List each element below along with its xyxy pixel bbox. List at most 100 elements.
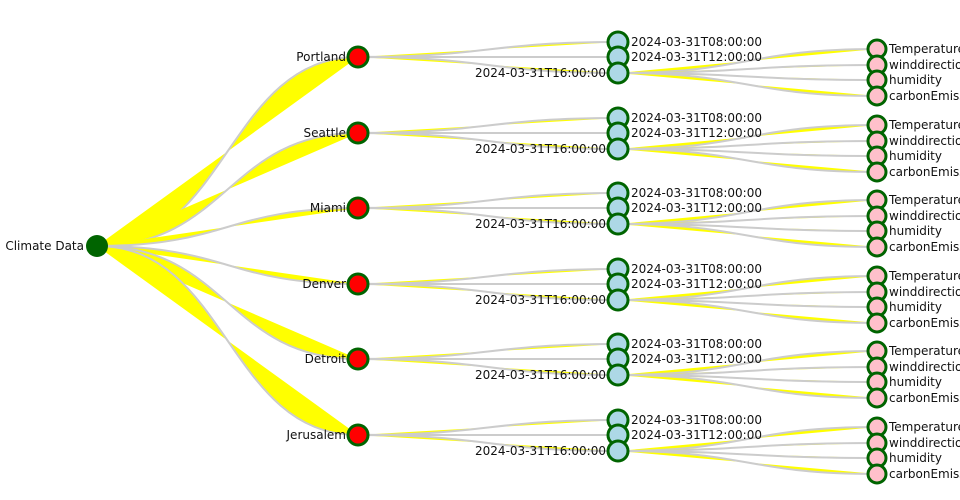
time-node[interactable]: 2024-03-31T08:00:00 — [606, 30, 762, 54]
metric-node-temperature-label: Temperature — [888, 420, 960, 434]
link-time-metric — [617, 140, 878, 150]
metric-node-carbonemissions[interactable]: carbonEmissions — [866, 236, 960, 258]
city-node-portland-circle[interactable] — [346, 45, 370, 69]
time-node-circle[interactable] — [606, 288, 630, 312]
time-node-label: 2024-03-31T12:00:00 — [631, 352, 762, 366]
root-node-label: Climate Data — [5, 239, 84, 253]
link-city-time — [357, 56, 619, 74]
city-node-miami-label: Miami — [310, 201, 346, 215]
link-city-time — [357, 419, 619, 436]
time-node[interactable]: 2024-03-31T12:00:00 — [606, 423, 762, 447]
metric-node-carbonemissions-circle[interactable] — [866, 387, 888, 409]
time-node[interactable]: 2024-03-31T16:00:00 — [475, 363, 630, 387]
time-node-label: 2024-03-31T08:00:00 — [631, 111, 762, 125]
time-node[interactable]: 2024-03-31T16:00:00 — [475, 439, 630, 463]
metric-node-carbonemissions-circle[interactable] — [866, 463, 888, 485]
time-node-label: 2024-03-31T16:00:00 — [475, 444, 606, 458]
city-node-seattle-circle[interactable] — [346, 121, 370, 145]
city-node-denver-circle[interactable] — [346, 272, 370, 296]
metric-node-carbonemissions[interactable]: carbonEmissions — [866, 463, 960, 485]
metric-node-temperature[interactable]: Temperature — [866, 416, 960, 438]
time-node[interactable]: 2024-03-31T08:00:00 — [606, 106, 762, 130]
time-node[interactable]: 2024-03-31T12:00:00 — [606, 347, 762, 371]
time-node[interactable]: 2024-03-31T12:00:00 — [606, 45, 762, 69]
time-node[interactable]: 2024-03-31T08:00:00 — [606, 181, 762, 205]
metric-node-winddirection[interactable]: winddirection — [866, 356, 960, 378]
city-node-seattle[interactable]: Seattle — [304, 121, 370, 145]
metric-node-winddirection[interactable]: winddirection — [866, 54, 960, 76]
time-node[interactable]: 2024-03-31T12:00:00 — [606, 196, 762, 220]
metric-node-carbonemissions-label: carbonEmissions — [889, 89, 960, 103]
metric-node-humidity-label: humidity — [889, 375, 942, 389]
time-node[interactable]: 2024-03-31T16:00:00 — [475, 61, 630, 85]
metric-node-temperature-label: Temperature — [888, 42, 960, 56]
link-city-time — [357, 117, 619, 134]
city-node-jerusalem[interactable]: Jerusalem — [286, 423, 370, 447]
metric-node-temperature[interactable]: Temperature — [866, 265, 960, 287]
root-node-circle[interactable] — [86, 235, 108, 257]
metric-node-temperature[interactable]: Temperature — [866, 340, 960, 362]
link-time-metric — [617, 148, 878, 173]
link-city-time — [357, 343, 619, 360]
city-node-jerusalem-circle[interactable] — [346, 423, 370, 447]
metric-node-carbonemissions-circle[interactable] — [866, 312, 888, 334]
city-node-denver[interactable]: Denver — [302, 272, 370, 296]
metric-node-carbonemissions-circle[interactable] — [866, 161, 888, 183]
city-node-miami-circle[interactable] — [346, 196, 370, 220]
time-node-label: 2024-03-31T12:00:00 — [631, 428, 762, 442]
link-time-metric — [617, 64, 878, 74]
metric-node-temperature[interactable]: Temperature — [866, 38, 960, 60]
time-node[interactable]: 2024-03-31T16:00:00 — [475, 137, 630, 161]
metric-node-winddirection[interactable]: winddirection — [866, 432, 960, 454]
link-city-time — [357, 358, 619, 376]
metric-node-carbonemissions[interactable]: carbonEmissions — [866, 312, 960, 334]
metric-node-carbonemissions[interactable]: carbonEmissions — [866, 387, 960, 409]
time-node-label: 2024-03-31T12:00:00 — [631, 126, 762, 140]
link-city-time — [357, 283, 619, 301]
city-node-miami[interactable]: Miami — [310, 196, 370, 220]
metric-node-winddirection[interactable]: winddirection — [866, 205, 960, 227]
city-node-detroit[interactable]: Detroit — [305, 347, 370, 371]
metric-node-winddirection[interactable]: winddirection — [866, 281, 960, 303]
link-time-metric — [617, 366, 878, 376]
time-node[interactable]: 2024-03-31T12:00:00 — [606, 272, 762, 296]
link-root-jerusalem — [96, 245, 359, 436]
time-node-label: 2024-03-31T16:00:00 — [475, 217, 606, 231]
time-node-circle[interactable] — [606, 61, 630, 85]
time-node[interactable]: 2024-03-31T16:00:00 — [475, 288, 630, 312]
metric-node-temperature[interactable]: Temperature — [866, 189, 960, 211]
metric-node-temperature-label: Temperature — [888, 344, 960, 358]
time-node[interactable]: 2024-03-31T08:00:00 — [606, 257, 762, 281]
metric-node-carbonemissions[interactable]: carbonEmissions — [866, 85, 960, 107]
link-city-time — [357, 192, 619, 209]
metric-node-temperature[interactable]: Temperature — [866, 114, 960, 136]
time-node-circle[interactable] — [606, 439, 630, 463]
time-node[interactable]: 2024-03-31T08:00:00 — [606, 408, 762, 432]
time-node-label: 2024-03-31T12:00:00 — [631, 50, 762, 64]
time-node[interactable]: 2024-03-31T08:00:00 — [606, 332, 762, 356]
link-time-metric — [617, 215, 878, 225]
time-node-label: 2024-03-31T16:00:00 — [475, 293, 606, 307]
metric-node-carbonemissions[interactable]: carbonEmissions — [866, 161, 960, 183]
time-node-label: 2024-03-31T08:00:00 — [631, 337, 762, 351]
link-city-time — [357, 434, 619, 452]
metric-node-carbonemissions-label: carbonEmissions — [889, 165, 960, 179]
time-node-circle[interactable] — [606, 137, 630, 161]
metric-node-humidity[interactable]: humidity — [866, 296, 942, 318]
metric-node-winddirection-label: winddirection — [889, 58, 960, 72]
time-node[interactable]: 2024-03-31T12:00:00 — [606, 121, 762, 145]
root-node[interactable]: Climate Data — [5, 235, 108, 257]
metric-node-humidity[interactable]: humidity — [866, 220, 942, 242]
time-node-label: 2024-03-31T16:00:00 — [475, 368, 606, 382]
metric-node-humidity-label: humidity — [889, 300, 942, 314]
city-node-portland[interactable]: Portland — [296, 45, 370, 69]
link-city-time — [357, 41, 619, 58]
time-node-label: 2024-03-31T12:00:00 — [631, 201, 762, 215]
city-node-detroit-circle[interactable] — [346, 347, 370, 371]
time-node-circle[interactable] — [606, 212, 630, 236]
time-node[interactable]: 2024-03-31T16:00:00 — [475, 212, 630, 236]
metric-node-carbonemissions-circle[interactable] — [866, 85, 888, 107]
metric-node-carbonemissions-circle[interactable] — [866, 236, 888, 258]
time-node-circle[interactable] — [606, 363, 630, 387]
metric-node-winddirection-label: winddirection — [889, 134, 960, 148]
